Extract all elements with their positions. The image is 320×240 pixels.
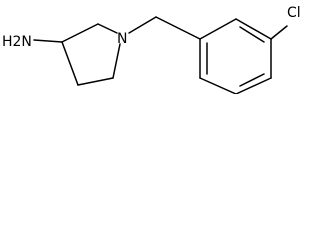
bond-n1-c5 <box>112 43 121 79</box>
bond-ch2-phenyl <box>155 16 201 40</box>
bond-c2-n1 <box>97 23 118 34</box>
bond-c3-amine <box>33 39 63 43</box>
ring-nitrogen-label: N <box>117 31 127 47</box>
bond-ar-inner-a <box>239 26 265 43</box>
bond-ar-c1-c2 <box>199 18 237 40</box>
bond-c3-c2 <box>61 23 99 43</box>
bond-ar-c4-c5 <box>235 77 272 94</box>
bond-aryl-chlorine <box>270 25 288 40</box>
chlorine-label: Cl <box>287 5 301 21</box>
bond-c4-c3 <box>61 41 79 86</box>
amine-label: H2N <box>2 34 32 50</box>
pyrrolidine-ring <box>61 23 121 86</box>
bond-ar-inner-b <box>239 73 265 87</box>
bond-ar-c2-c3 <box>235 18 272 40</box>
bond-c5-c4 <box>77 77 114 86</box>
chemical-structure: H2N N Cl <box>2 5 301 94</box>
bond-n1-benzyl-ch2 <box>128 16 157 34</box>
bond-ar-c5-c6 <box>199 77 237 94</box>
benzene-ring <box>199 18 272 94</box>
